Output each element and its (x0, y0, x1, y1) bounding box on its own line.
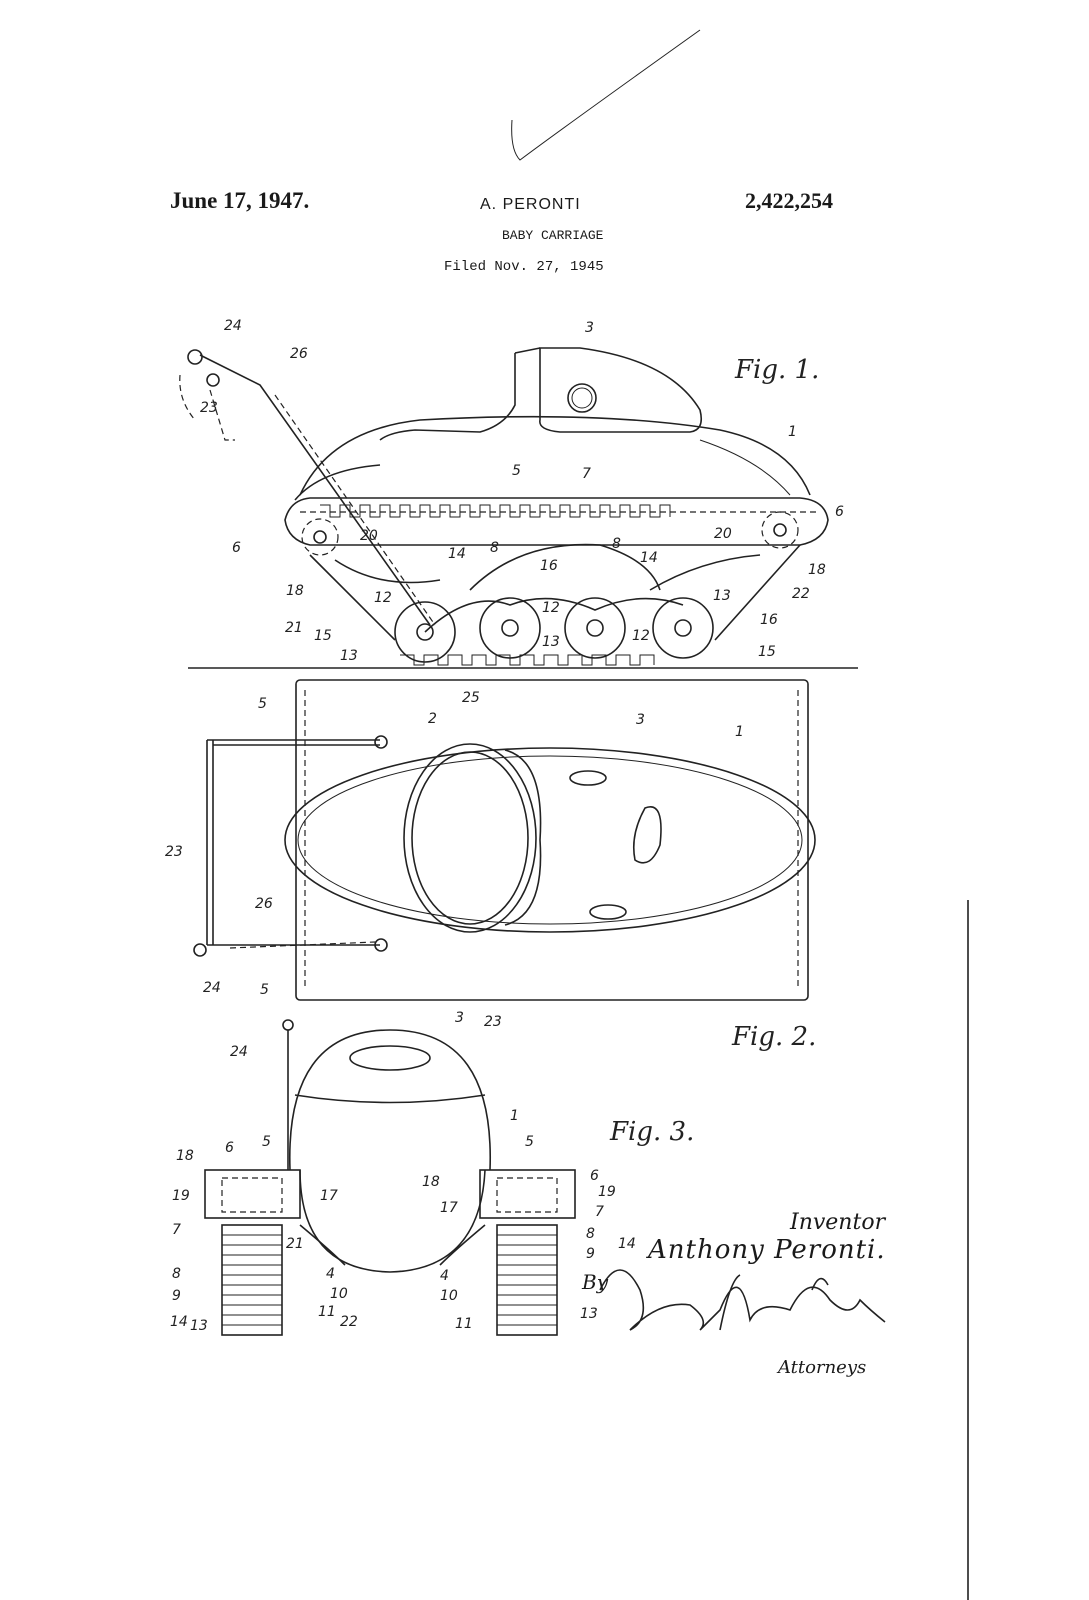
svg-text:13: 13 (190, 1318, 208, 1334)
svg-text:5: 5 (260, 982, 269, 998)
svg-text:4: 4 (440, 1268, 449, 1284)
svg-text:17: 17 (320, 1188, 338, 1204)
svg-text:24: 24 (203, 980, 221, 996)
svg-text:11: 11 (318, 1304, 336, 1320)
figure-2-label: Fig. 2. (731, 1022, 816, 1052)
svg-text:21: 21 (286, 1236, 304, 1252)
svg-text:17: 17 (440, 1200, 458, 1216)
svg-text:6: 6 (590, 1168, 599, 1184)
patent-title: BABY CARRIAGE (502, 228, 604, 243)
svg-text:7: 7 (582, 466, 591, 482)
svg-text:11: 11 (455, 1316, 473, 1332)
svg-text:26: 26 (290, 346, 308, 362)
patent-number: 2,422,254 (745, 188, 833, 213)
svg-text:9: 9 (172, 1288, 181, 1304)
svg-text:6: 6 (225, 1140, 234, 1156)
svg-text:3: 3 (636, 712, 645, 728)
svg-text:13: 13 (713, 588, 731, 604)
attorneys-label: Attorneys (778, 1357, 867, 1378)
figure-3-label: Fig. 3. (609, 1117, 694, 1147)
svg-text:16: 16 (760, 612, 778, 628)
svg-text:6: 6 (835, 504, 844, 520)
svg-text:23: 23 (165, 844, 183, 860)
svg-text:16: 16 (540, 558, 558, 574)
svg-text:18: 18 (286, 583, 304, 599)
svg-text:22: 22 (792, 586, 810, 602)
inventor-name: Anthony Peronti. (648, 1235, 886, 1265)
svg-text:5: 5 (525, 1134, 534, 1150)
filed-date: Filed Nov. 27, 1945 (444, 259, 604, 275)
svg-text:14: 14 (618, 1236, 636, 1252)
svg-text:18: 18 (422, 1174, 440, 1190)
svg-text:14: 14 (170, 1314, 188, 1330)
svg-text:7: 7 (595, 1204, 604, 1220)
svg-text:12: 12 (542, 600, 560, 616)
svg-text:14: 14 (640, 550, 658, 566)
svg-text:3: 3 (455, 1010, 464, 1026)
svg-text:8: 8 (490, 540, 499, 556)
svg-text:23: 23 (484, 1014, 502, 1030)
svg-text:7: 7 (172, 1222, 181, 1238)
figure-1-side-view (179, 347, 858, 669)
svg-text:20: 20 (360, 528, 378, 544)
svg-text:26: 26 (255, 896, 273, 912)
svg-text:1: 1 (788, 424, 797, 440)
svg-text:24: 24 (230, 1044, 248, 1060)
svg-text:18: 18 (808, 562, 826, 578)
figure-3-front-view (204, 1019, 576, 1336)
svg-text:6: 6 (232, 540, 241, 556)
svg-text:5: 5 (262, 1134, 271, 1150)
svg-text:12: 12 (632, 628, 650, 644)
svg-text:23: 23 (200, 400, 218, 416)
by-label: By (582, 1270, 608, 1294)
inventor-label: Inventor (790, 1210, 886, 1235)
figure-2-top-view (193, 679, 816, 1001)
attorneys-signature (599, 1269, 886, 1331)
svg-text:3: 3 (585, 320, 594, 336)
svg-text:5: 5 (512, 463, 521, 479)
inventor-header: A. PERONTI (480, 196, 581, 213)
svg-text:5: 5 (258, 696, 267, 712)
svg-text:8: 8 (612, 536, 621, 552)
svg-text:8: 8 (172, 1266, 181, 1282)
svg-text:9: 9 (586, 1246, 595, 1262)
svg-text:10: 10 (330, 1286, 348, 1302)
svg-text:19: 19 (598, 1184, 616, 1200)
svg-text:12: 12 (374, 590, 392, 606)
svg-text:24: 24 (224, 318, 242, 334)
svg-text:19: 19 (172, 1188, 190, 1204)
figure-1-label: Fig. 1. (734, 355, 819, 385)
svg-text:25: 25 (462, 690, 480, 706)
svg-text:14: 14 (448, 546, 466, 562)
svg-text:22: 22 (340, 1314, 358, 1330)
patent-date: June 17, 1947. (170, 188, 310, 213)
svg-text:2: 2 (428, 711, 437, 727)
svg-text:1: 1 (510, 1108, 519, 1124)
svg-text:8: 8 (586, 1226, 595, 1242)
svg-text:10: 10 (440, 1288, 458, 1304)
svg-text:21: 21 (285, 620, 303, 636)
svg-text:18: 18 (176, 1148, 194, 1164)
svg-text:1: 1 (735, 724, 744, 740)
svg-text:13: 13 (542, 634, 560, 650)
svg-text:20: 20 (714, 526, 732, 542)
svg-text:4: 4 (326, 1266, 335, 1282)
svg-text:15: 15 (758, 644, 776, 660)
svg-text:13: 13 (340, 648, 358, 664)
pen-mark (511, 29, 701, 161)
svg-text:15: 15 (314, 628, 332, 644)
svg-text:13: 13 (580, 1306, 598, 1322)
